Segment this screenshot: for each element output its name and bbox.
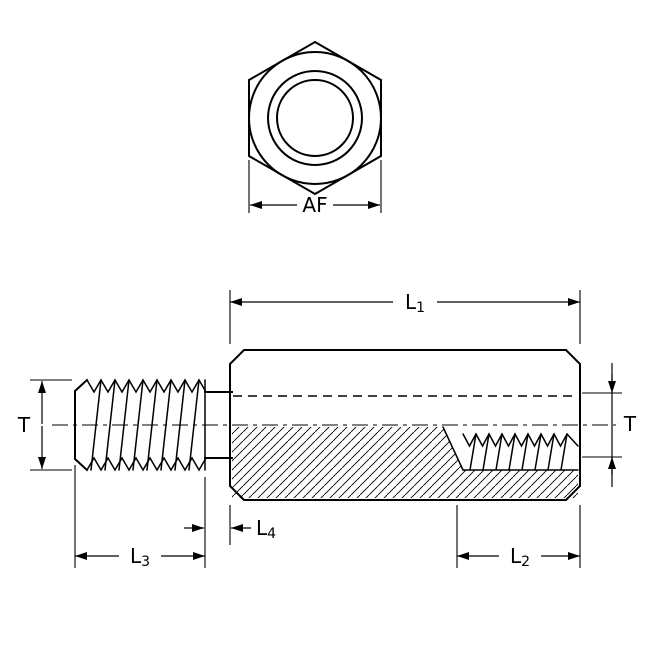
dimension-af: AF	[248, 160, 382, 217]
male-thread-flank	[132, 379, 144, 471]
male-thread-flank	[118, 379, 130, 471]
label-t-left: T	[17, 413, 31, 437]
label-l4: L4	[256, 516, 276, 542]
label-l3-sub: 3	[141, 554, 150, 570]
male-thread-crest-top	[86, 378, 207, 394]
male-thread-flank	[90, 379, 102, 471]
af-extension-lines	[248, 160, 382, 213]
internal-thread-flank	[508, 433, 516, 471]
hex-outline	[248, 40, 382, 196]
label-l1-sub: 1	[416, 300, 425, 316]
label-l1-main: L	[405, 290, 417, 314]
male-thread	[86, 378, 207, 472]
t-left-extension-lines	[30, 379, 72, 471]
side-view	[52, 349, 616, 501]
label-t-right: T	[623, 412, 637, 436]
label-l3: L3	[130, 544, 150, 570]
label-l2-sub: 2	[521, 554, 530, 570]
stud-end-face	[74, 378, 89, 472]
male-thread-flank	[104, 379, 116, 471]
male-thread-flank	[188, 379, 200, 471]
dimension-t-right: T	[582, 363, 637, 487]
label-l4-sub: 4	[267, 526, 276, 542]
section-hatching	[232, 427, 578, 498]
dimension-l2: L2	[456, 505, 581, 570]
dimension-l4: L4	[184, 505, 276, 545]
male-thread-flank	[146, 379, 158, 471]
thread-minor-circle	[276, 79, 354, 157]
stud-neck	[204, 391, 233, 459]
label-l2: L2	[510, 544, 530, 570]
internal-thread-flank	[547, 433, 555, 471]
label-l3-main: L	[130, 544, 142, 568]
label-af: AF	[302, 193, 327, 217]
dimension-l1: L1	[229, 290, 581, 344]
internal-thread-flank	[534, 433, 542, 471]
internal-thread	[462, 432, 579, 471]
label-l1: L1	[405, 290, 425, 316]
label-l2-main: L	[510, 544, 522, 568]
male-thread-flank	[174, 379, 186, 471]
internal-thread-flank	[521, 433, 529, 471]
thread-major-circle	[267, 70, 363, 166]
dimension-t-left: T	[17, 379, 72, 471]
internal-thread-crest	[462, 432, 579, 448]
internal-thread-flank	[495, 433, 503, 471]
bore-runout-edge	[442, 426, 464, 471]
internal-thread-flank	[560, 433, 568, 471]
l3-extension-lines	[74, 465, 206, 568]
label-l4-main: L	[256, 516, 268, 540]
internal-thread-flank	[469, 433, 477, 471]
chamfer-circle	[248, 51, 382, 185]
male-thread-flank	[160, 379, 172, 471]
internal-thread-flank	[482, 433, 490, 471]
hex-end-view	[248, 40, 382, 196]
dimension-l3: L3	[74, 465, 206, 570]
